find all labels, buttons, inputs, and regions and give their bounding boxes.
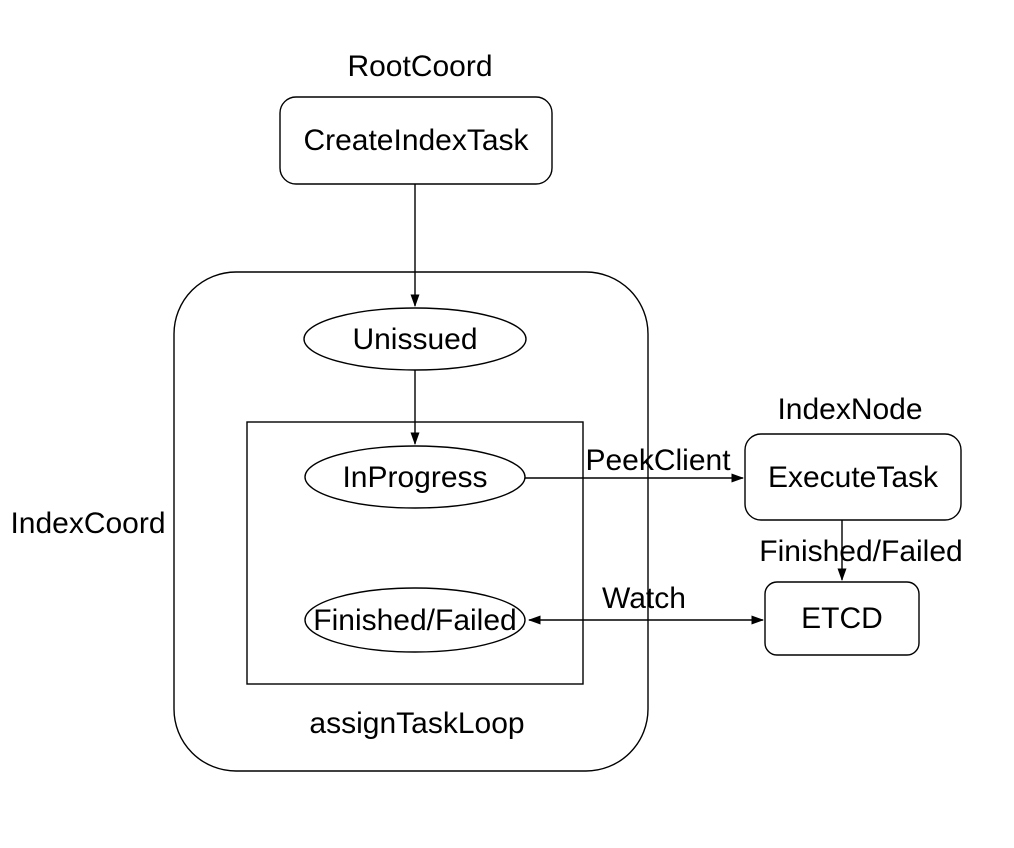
in-progress-shape	[304, 445, 526, 509]
unissued-label: Unissued	[352, 322, 478, 356]
finished-failed-shape	[304, 587, 526, 653]
execute-task-shape	[744, 433, 962, 521]
assign-task-loop-label: assignTaskLoop	[309, 706, 525, 740]
root-coord-label: RootCoord	[347, 49, 493, 83]
peek-client-edge-label: PeekClient	[585, 443, 731, 477]
index-coord-label: IndexCoord	[10, 506, 166, 540]
watch-edge-label: Watch	[602, 581, 686, 615]
finished-failed-label: Finished/Failed	[313, 603, 517, 637]
in-progress-label: InProgress	[342, 460, 488, 494]
create-index-task-shape	[279, 96, 553, 185]
etcd-label: ETCD	[801, 602, 883, 635]
finished-failed-edge-label: Finished/Failed	[759, 534, 963, 568]
etcd-shape	[764, 581, 920, 656]
index-node-label: IndexNode	[777, 392, 923, 426]
execute-task-label: ExecuteTask	[767, 460, 939, 494]
create-index-task-label: CreateIndexTask	[303, 124, 529, 157]
